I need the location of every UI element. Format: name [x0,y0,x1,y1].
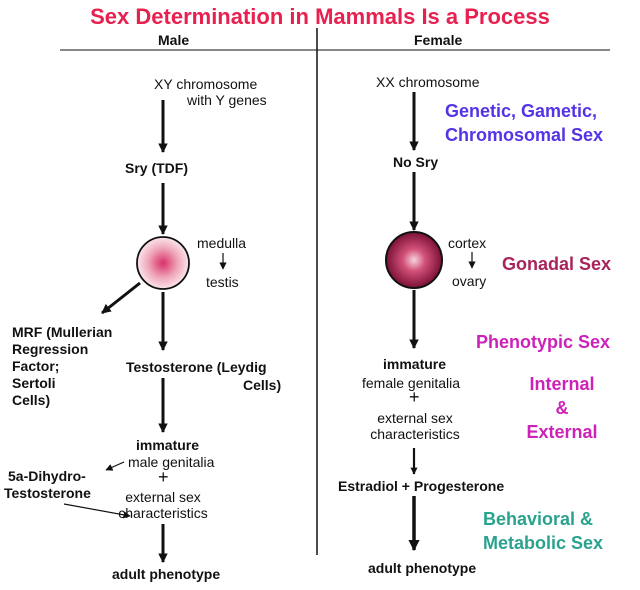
female-header: Female [414,32,463,48]
male-testis: testis [206,274,239,290]
male-arrow-gonad-mrf [101,281,141,315]
female-gonad [385,231,443,289]
label-phenotypic-sex: Phenotypic Sex [476,332,611,352]
male-immature: immature [136,437,200,453]
male-arrow-to-dht [105,461,125,471]
male-medulla: medulla [197,235,247,251]
male-mrf: MRF (Mullerian Regression Factor; Sertol… [12,324,113,408]
female-adult-phenotype: adult phenotype [368,560,477,576]
male-external: external sex characteristics [118,489,208,521]
male-plus: + [158,467,169,487]
female-genitalia: female genitalia [362,375,461,391]
female-no-sry: No Sry [393,154,439,170]
female-chromosome: XX chromosome [376,74,480,90]
female-external: external sex characteristics [370,410,460,442]
male-header: Male [158,32,190,48]
label-internal-external: Internal & External [526,374,598,442]
male-testosterone: Testosterone (Leydig Cells) [126,359,282,393]
male-dht: 5a-Dihydro- Testosterone [4,468,91,501]
label-behavioral-sex: Behavioral & Metabolic Sex [483,509,604,553]
male-adult-phenotype: adult phenotype [112,566,221,582]
male-arrow-from-dht [63,503,131,519]
male-genitalia: male genitalia [128,454,215,470]
male-sry: Sry (TDF) [125,160,188,176]
female-plus: + [409,387,420,407]
female-hormones: Estradiol + Progesterone [338,478,505,494]
female-ovary: ovary [452,273,487,289]
male-gonad [136,236,190,290]
female-immature: immature [383,356,447,372]
label-genetic-sex: Genetic, Gametic, Chromosomal Sex [445,101,604,145]
page-title: Sex Determination in Mammals Is a Proces… [90,4,550,29]
female-cortex: cortex [448,235,487,251]
label-gonadal-sex: Gonadal Sex [502,254,612,274]
male-chromosome: XY chromosome with Y genes [154,76,267,108]
